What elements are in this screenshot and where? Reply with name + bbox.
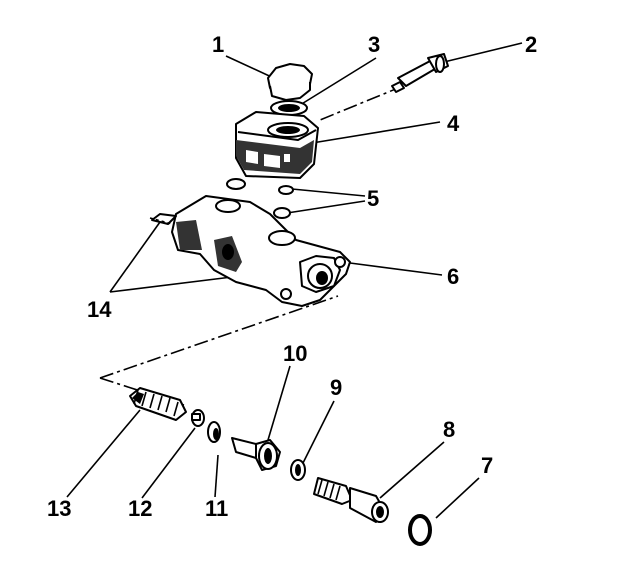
reservoir-grommets [226,178,294,219]
callout-3: 3 [368,32,380,57]
fluid-level-sensor [391,53,449,93]
callout-10: 10 [283,341,307,366]
callout-14: 14 [87,297,112,322]
callout-12: 12 [128,496,152,521]
port-indicator [149,217,173,225]
callout-7: 7 [481,453,493,478]
master-cylinder-body [151,195,351,307]
callout-9: 9 [330,375,342,400]
fluid-reservoir [235,111,319,179]
callout-5: 5 [367,186,379,211]
secondary-piston [231,437,281,471]
reservoir-cap [267,63,313,101]
callout-13: 13 [47,496,71,521]
primary-seal [207,421,221,443]
snap-ring [408,514,432,546]
primary-piston [313,477,389,523]
callout-4: 4 [447,111,460,136]
callout-11: 11 [205,496,228,521]
spring-retainer [191,409,205,427]
callout-8: 8 [443,417,455,442]
return-spring [129,387,187,421]
callout-6: 6 [447,264,459,289]
piston-seal [290,459,306,481]
callout-1: 1 [212,32,224,57]
callout-2: 2 [525,32,537,57]
leader-lines [66,42,523,519]
